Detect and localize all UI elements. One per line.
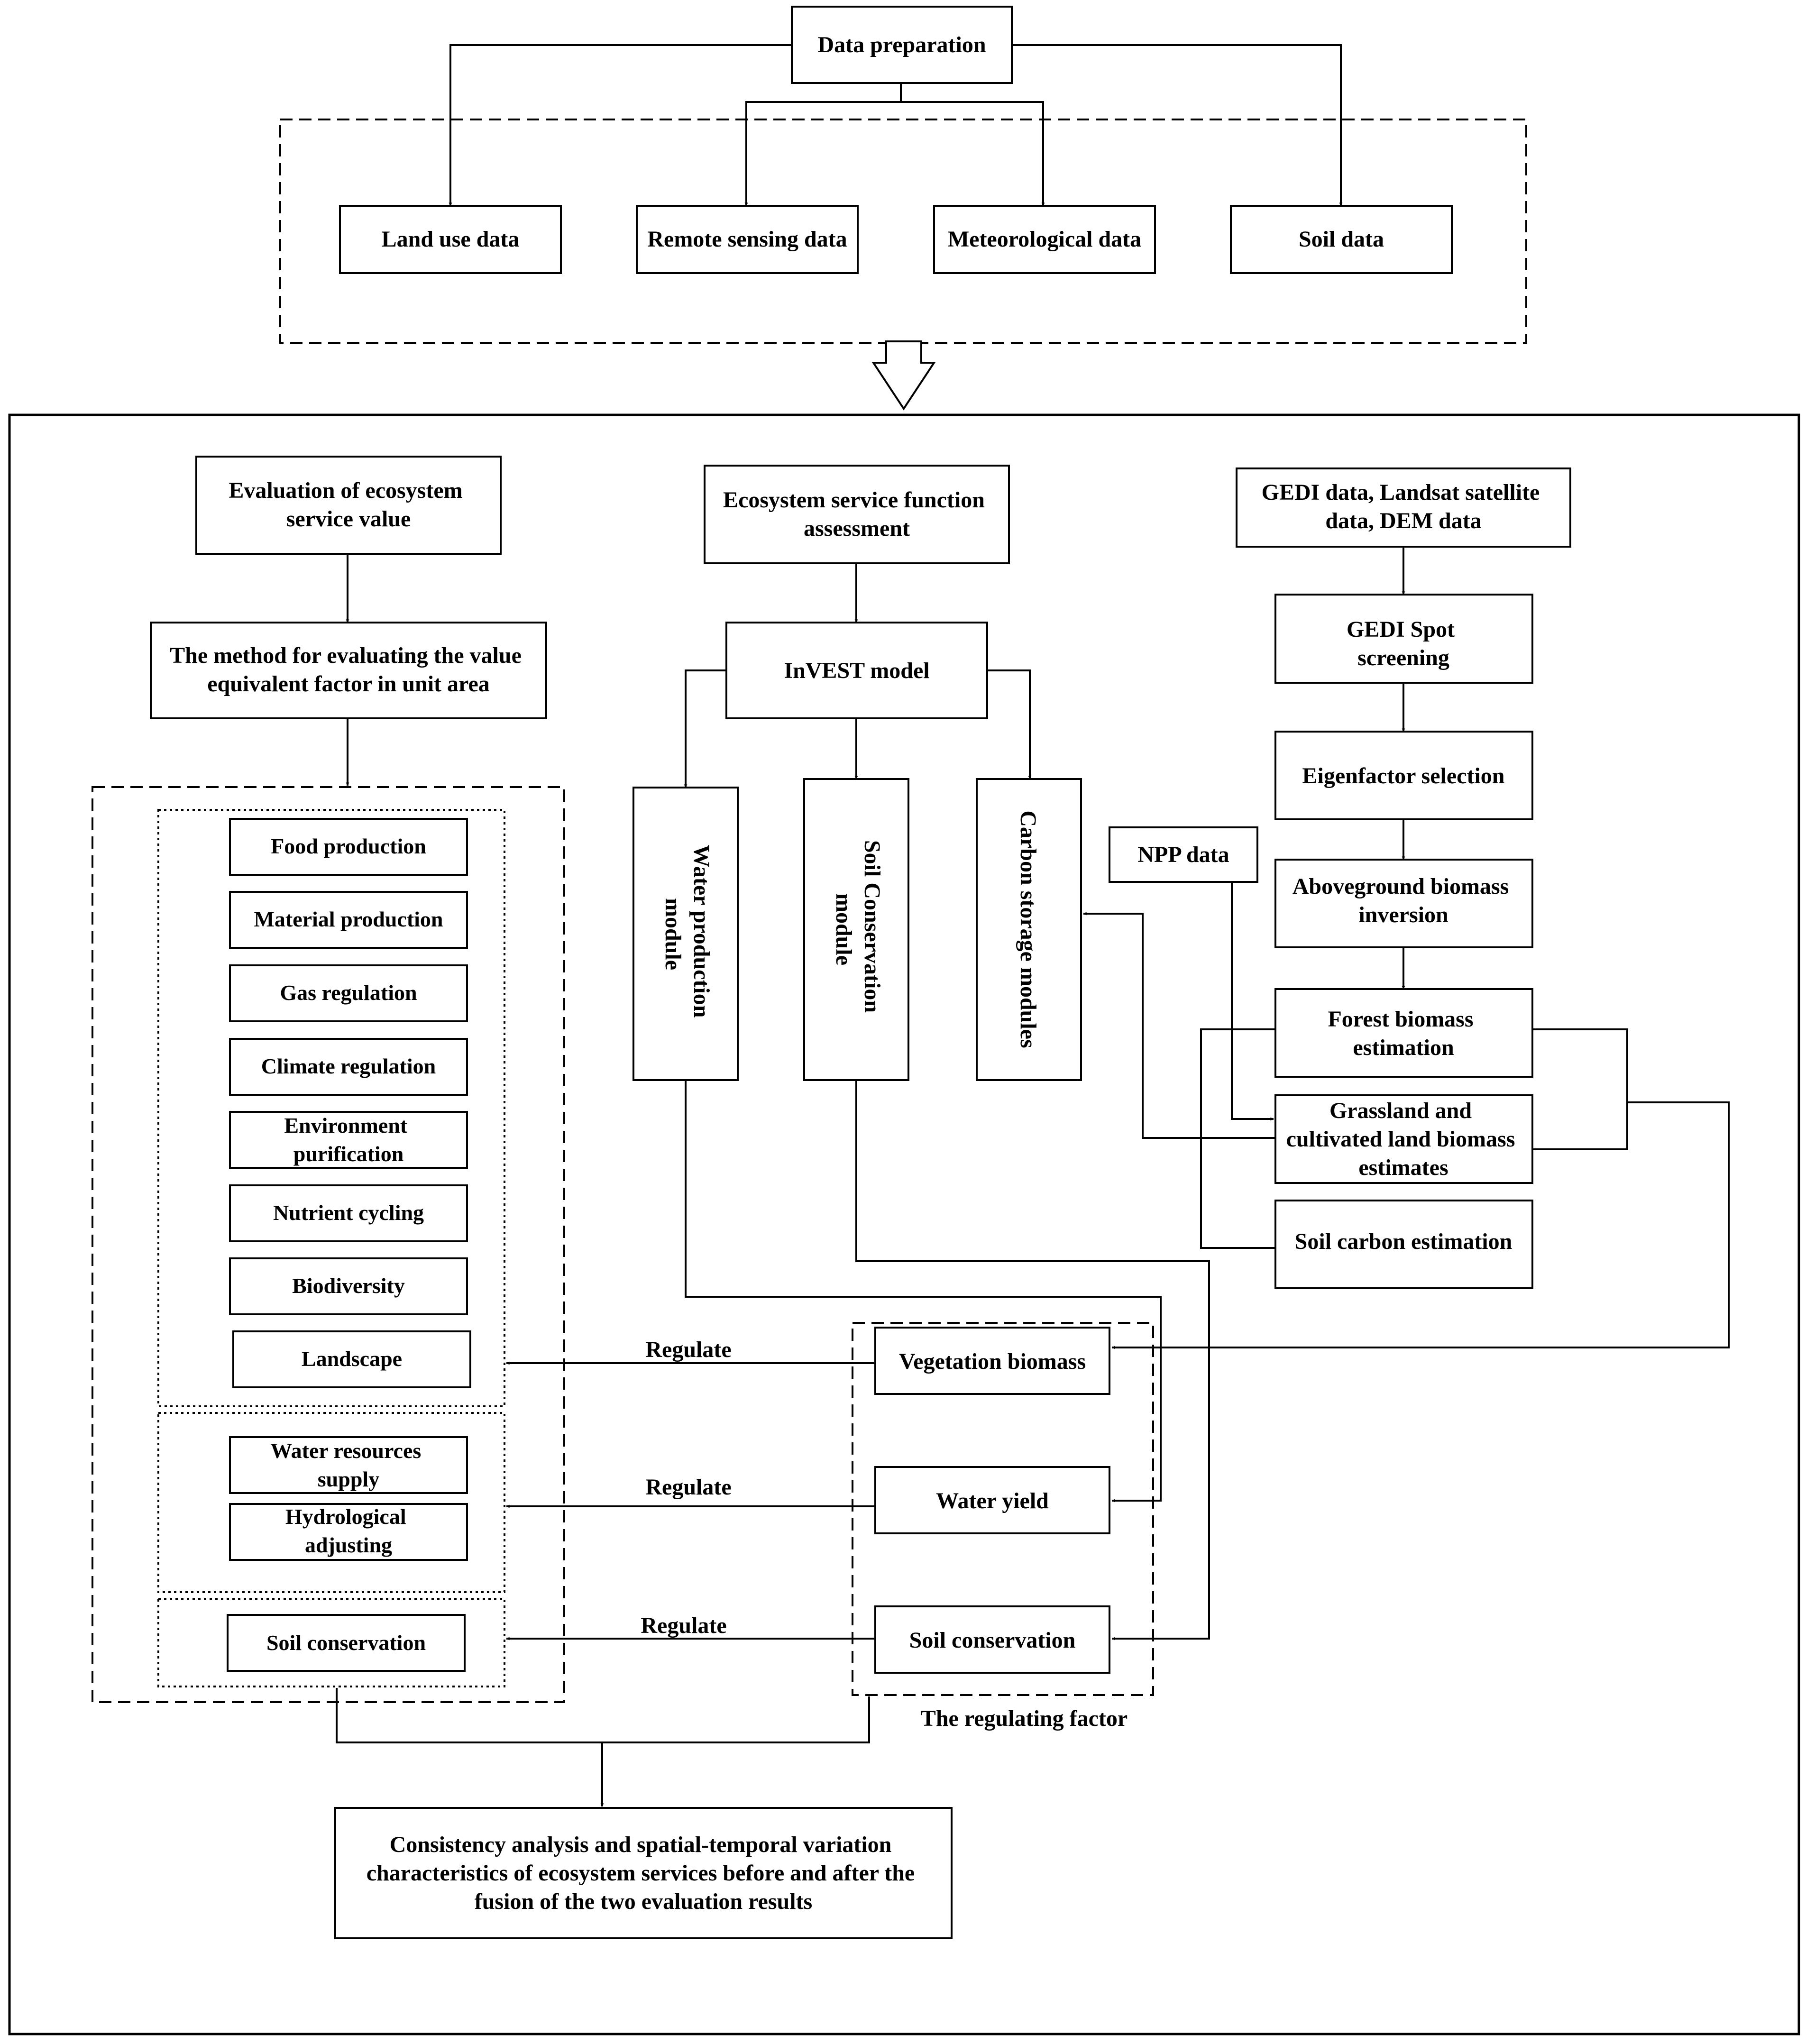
land-use-data-node: Land use data	[339, 205, 562, 274]
regulating-factor-container	[852, 1322, 1154, 1696]
gas-regulation-node: Gas regulation	[229, 964, 468, 1022]
services-group-3	[157, 1598, 505, 1687]
edge-data-prep-to-land-use	[449, 44, 792, 206]
svg-text:Consistency analysis and spati: Consistency analysis and spatial-tempora…	[367, 1832, 920, 1914]
soil-conservation-rf-node: Soil conservation	[874, 1605, 1110, 1674]
svg-text:Soil Conservation module: Soil Conservation module	[831, 840, 885, 1018]
svg-text:Water resources supply: Water resources supply	[270, 1439, 427, 1491]
svg-text:Food production: Food production	[271, 834, 426, 858]
edge-invest-to-carbon-module	[987, 669, 1032, 779]
forest-biomass-estimation-node: Forest biomass estimation	[1274, 988, 1533, 1078]
esv-services-container	[92, 786, 565, 1703]
equivalent-factor-method-node: The method for evaluating the value equi…	[150, 622, 547, 719]
eigenfactor-selection-node: Eigenfactor selection	[1274, 731, 1533, 820]
svg-text:Forest biomass estimatio: Forest biomass estimation	[1328, 1007, 1479, 1060]
edge-forest-grassland-bracket	[1532, 1028, 1628, 1150]
edge-data-prep-to-soil	[1012, 44, 1343, 206]
svg-text:Carbon storage modules: Carbon storage modules	[1016, 810, 1041, 1048]
consistency-analysis-node: Consistency analysis and spatial-tempora…	[334, 1807, 953, 1939]
svg-text:Biodiversity: Biodiversity	[292, 1274, 405, 1298]
nutrient-cycling-node: Nutrient cycling	[229, 1184, 468, 1242]
regulate-label-1: Regulate	[645, 1337, 731, 1362]
svg-text:Climate regulation: Climate regulation	[261, 1054, 436, 1078]
connectors	[336, 44, 1730, 1807]
svg-text:Gas regulation: Gas regulation	[280, 981, 417, 1005]
svg-text:Soil carbon estimation: Soil carbon estimation	[1295, 1229, 1513, 1254]
edge-soil-module-to-soil-conservation	[855, 1080, 1210, 1641]
svg-text:Aboveground biomass inve: Aboveground biomass inversion	[1293, 874, 1515, 927]
water-production-module-node: Water production module	[633, 787, 739, 1081]
edge-grassland-to-carbon-module	[1083, 912, 1275, 1139]
gedi-landsat-dem-node: GEDI data, Landsat satellite data, DEM d…	[1236, 467, 1571, 548]
svg-text:Material production: Material production	[254, 907, 443, 931]
svg-text:Hydrological adjusting: Hydrological adjusting	[285, 1504, 412, 1557]
es-function-assessment-node: Ecosystem service function assessment	[704, 465, 1010, 564]
svg-text:NPP data: NPP data	[1137, 842, 1229, 867]
regulating-factor-label: The regulating factor	[921, 1706, 1128, 1731]
data-preparation-node: Data preparation	[791, 6, 1013, 84]
svg-text:GEDI Spot screening: GEDI Spot screening	[1347, 617, 1460, 670]
npp-data-node: NPP data	[1109, 826, 1258, 883]
edge-merge-bracket	[336, 1688, 870, 1743]
svg-text:Data preparation: Data preparation	[817, 32, 986, 57]
edge-data-prep-to-meteorological	[901, 101, 1045, 206]
edge-water-module-to-water-yield	[685, 1080, 1162, 1503]
remote-sensing-data-node: Remote sensing data	[636, 205, 859, 274]
water-resources-supply-node: Water resources supply	[229, 1436, 468, 1494]
climate-regulation-node: Climate regulation	[229, 1038, 468, 1096]
soil-data-node: Soil data	[1230, 205, 1453, 274]
gedi-spot-screening-node: GEDI Spot screening	[1274, 594, 1533, 684]
svg-text:Land use data: Land use data	[382, 227, 520, 252]
svg-text:Water production module: Water production module	[660, 845, 714, 1024]
svg-text:Meteorological data: Meteorological data	[948, 227, 1141, 252]
edge-biomass-to-vegetation	[1111, 1101, 1730, 1349]
biodiversity-node: Biodiversity	[229, 1257, 468, 1315]
svg-text:GEDI data, Landsat satellite: GEDI data, Landsat satellite data, DEM d…	[1262, 480, 1546, 533]
hydrological-adjusting-node: Hydrological adjusting	[229, 1503, 468, 1561]
svg-text:Landscape: Landscape	[302, 1347, 402, 1371]
landscape-node: Landscape	[232, 1330, 471, 1388]
edge-npp-to-grassland	[1231, 882, 1274, 1121]
svg-text:Nutrient cycling: Nutrient cycling	[273, 1201, 424, 1225]
regulate-label-3: Regulate	[641, 1613, 726, 1638]
svg-text:Vegetation biomass: Vegetation biomass	[899, 1349, 1086, 1374]
meteorological-data-node: Meteorological data	[933, 205, 1156, 274]
evaluation-esv-node: Evaluation of ecosystem service value	[195, 456, 502, 555]
food-production-node: Food production	[229, 818, 468, 876]
regulate-label-2: Regulate	[645, 1475, 731, 1500]
svg-text:Ecosystem service function: Ecosystem service function assessment	[723, 487, 990, 541]
environment-purification-node: Environment purification	[229, 1111, 468, 1169]
main-frame	[8, 413, 1800, 2035]
edge-data-prep-to-remote-sensing	[744, 83, 902, 206]
svg-text:The method for evaluating the: The method for evaluating the value equi…	[170, 643, 527, 697]
vegetation-biomass-node: Vegetation biomass	[874, 1327, 1110, 1395]
water-yield-node: Water yield	[874, 1466, 1110, 1534]
material-production-node: Material production	[229, 891, 468, 949]
svg-text:Evaluation of ecosystem: Evaluation of ecosystem service value	[229, 478, 468, 532]
svg-text:Water yield: Water yield	[936, 1488, 1049, 1513]
svg-text:InVEST model: InVEST model	[784, 658, 929, 683]
invest-model-node: InVEST model	[725, 622, 988, 719]
services-group-1	[157, 809, 505, 1407]
svg-text:Soil data: Soil data	[1299, 227, 1384, 252]
hollow-down-arrow-icon	[871, 340, 936, 411]
services-group-2	[157, 1412, 505, 1593]
svg-text:Soil conservation: Soil conservation	[266, 1631, 426, 1655]
grassland-biomass-estimates-node: Grassland and cultivated land biomass es…	[1274, 1094, 1533, 1184]
edge-invest-to-water-module	[684, 669, 726, 788]
soil-conservation-module-node: Soil Conservation module	[803, 778, 909, 1081]
carbon-storage-modules-node: Carbon storage modules	[976, 778, 1082, 1081]
svg-text:Eigenfactor selection: Eigenfactor selection	[1302, 763, 1504, 788]
soil-carbon-estimation-node: Soil carbon estimation	[1274, 1200, 1533, 1289]
svg-text:Remote sensing data: Remote sensing data	[647, 227, 847, 252]
soil-conservation-esv-node: Soil conservation	[227, 1614, 466, 1672]
agb-inversion-node: Aboveground biomass inversion	[1274, 859, 1533, 948]
svg-text:Grassland and cultivated: Grassland and cultivated land biomass es…	[1286, 1098, 1521, 1180]
svg-text:Soil conservation: Soil conservation	[909, 1628, 1076, 1653]
svg-text:Environment purification: Environment purification	[284, 1113, 413, 1166]
